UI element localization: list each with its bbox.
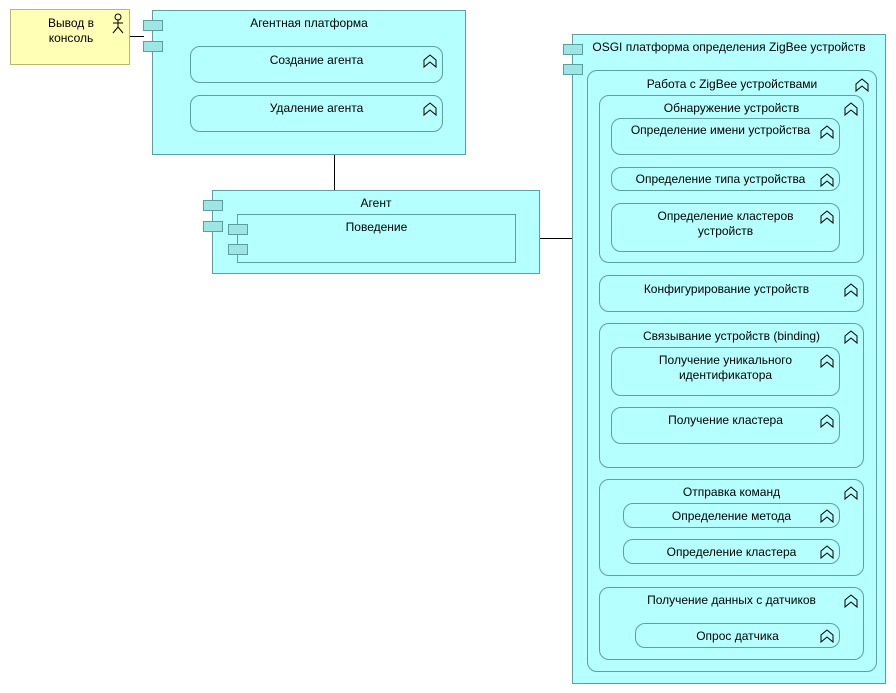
function-icon xyxy=(844,102,858,117)
function-label: Получение кластера xyxy=(668,413,783,427)
function-label: Определение кластеров устройств xyxy=(657,209,794,238)
function-icon xyxy=(423,102,437,117)
function-label: Обнаружение устройств xyxy=(663,101,800,115)
agent-platform-component[interactable]: Агентная платформа Создание агента Удале… xyxy=(143,10,466,155)
component-icon xyxy=(143,41,163,52)
function-icon xyxy=(820,125,834,140)
function-label: Определение имени устройства xyxy=(630,123,811,137)
function-label: Создание агента xyxy=(269,53,364,67)
component-icon xyxy=(563,44,583,55)
agent-title: Агент xyxy=(360,196,392,210)
actor-icon xyxy=(112,13,124,34)
component-icon xyxy=(563,64,583,75)
function-icon xyxy=(820,173,834,188)
function-device-config[interactable]: Конфигурирование устройств xyxy=(599,275,864,312)
component-icon xyxy=(228,244,248,255)
function-label: Связывание устройств (binding) xyxy=(642,329,821,343)
function-delete-agent[interactable]: Удаление агента xyxy=(190,95,443,132)
function-icon xyxy=(820,509,834,524)
function-zigbee-work[interactable]: Работа с ZigBee устройствами Обнаружение… xyxy=(587,70,877,672)
function-label: Конфигурирование устройств xyxy=(643,282,810,296)
function-icon xyxy=(820,210,834,225)
behavior-component[interactable]: Поведение xyxy=(228,214,516,263)
connector-agent-osgi xyxy=(514,238,572,239)
osgi-title: OSGI платформа определения ZigBee устрой… xyxy=(592,40,866,54)
function-label: Определение кластера xyxy=(666,545,797,559)
function-poll-sensor[interactable]: Опрос датчика xyxy=(635,623,840,648)
function-device-clusters[interactable]: Определение кластеров устройств xyxy=(611,203,840,252)
component-icon xyxy=(203,200,223,211)
function-get-cluster[interactable]: Получение кластера xyxy=(611,407,840,444)
function-define-method[interactable]: Определение метода xyxy=(623,503,840,528)
actor-label: Вывод в консоль xyxy=(48,16,94,45)
function-device-name[interactable]: Определение имени устройства xyxy=(611,118,840,155)
function-create-agent[interactable]: Создание агента xyxy=(190,46,443,83)
agent-platform-title: Агентная платформа xyxy=(250,16,368,30)
actor-console-output[interactable]: Вывод в консоль xyxy=(10,9,130,65)
function-label: Получение уникального идентификатора xyxy=(658,353,793,382)
component-icon xyxy=(143,20,163,31)
function-label: Определение типа устройства xyxy=(635,172,806,186)
function-label: Работа с ZigBee устройствами xyxy=(646,77,818,91)
function-icon xyxy=(820,545,834,560)
behavior-title: Поведение xyxy=(345,220,408,234)
function-device-discovery[interactable]: Обнаружение устройств Определение имени … xyxy=(599,95,864,263)
function-unique-id[interactable]: Получение уникального идентификатора xyxy=(611,347,840,396)
function-sensor-data[interactable]: Получение данных с датчиков Опрос датчик… xyxy=(599,587,864,660)
function-icon xyxy=(844,283,858,298)
function-icon xyxy=(855,78,869,93)
function-label: Опрос датчика xyxy=(696,629,779,643)
connector-actor-platform xyxy=(129,36,144,37)
function-label: Удаление агента xyxy=(269,101,364,115)
function-label: Получение данных с датчиков xyxy=(647,593,816,607)
function-device-binding[interactable]: Связывание устройств (binding) Получение… xyxy=(599,323,864,468)
function-label: Отправка команд xyxy=(682,485,781,499)
component-icon xyxy=(228,224,248,235)
function-icon xyxy=(423,54,437,69)
function-device-type[interactable]: Определение типа устройства xyxy=(611,167,840,191)
function-icon xyxy=(820,414,834,429)
function-define-cluster[interactable]: Определение кластера xyxy=(623,539,840,564)
connector-platform-agent xyxy=(334,154,335,190)
function-icon xyxy=(820,629,834,644)
function-icon xyxy=(844,330,858,345)
osgi-platform-component[interactable]: OSGI платформа определения ZigBee устрой… xyxy=(563,34,886,684)
agent-component[interactable]: Агент Поведение xyxy=(203,190,540,274)
function-send-commands[interactable]: Отправка команд Определение метода Опред… xyxy=(599,479,864,576)
function-icon xyxy=(820,354,834,369)
function-icon xyxy=(844,594,858,609)
function-icon xyxy=(844,486,858,501)
component-icon xyxy=(203,221,223,232)
function-label: Определение метода xyxy=(671,509,792,523)
